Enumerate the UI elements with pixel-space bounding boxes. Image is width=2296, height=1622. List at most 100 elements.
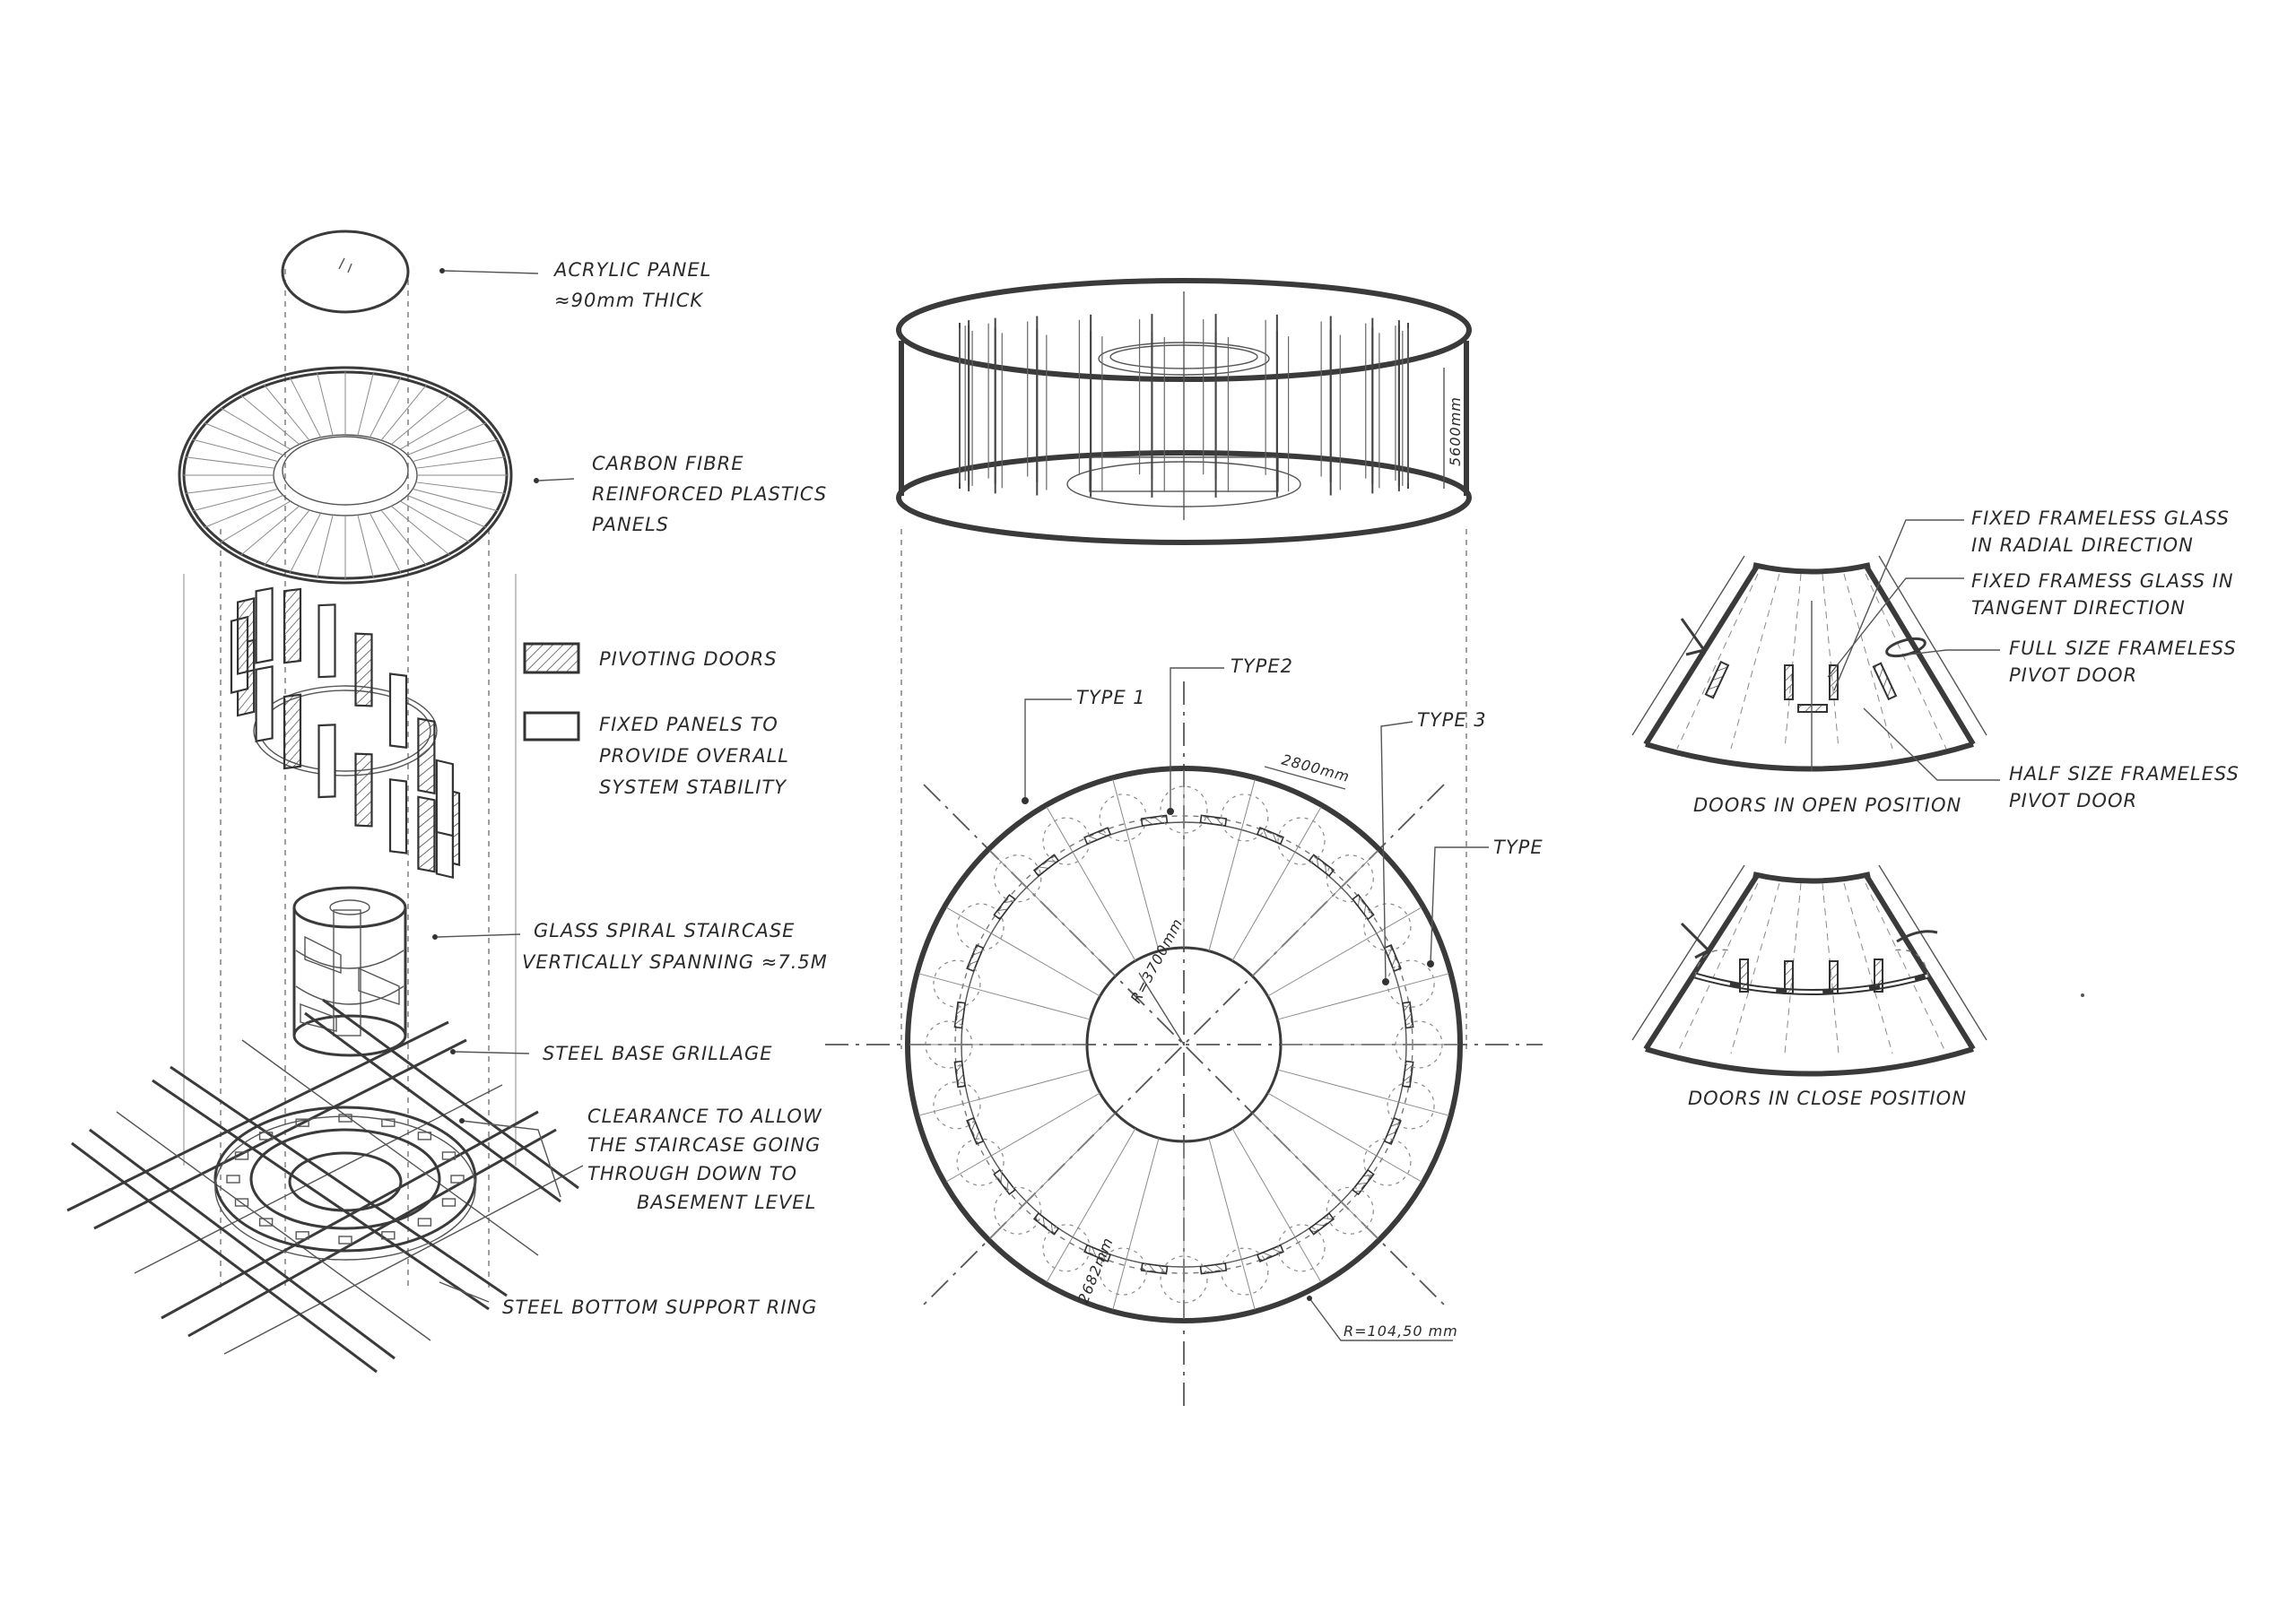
cfrp-rib: [191, 488, 278, 512]
svg-text:CLEARANCE TO ALLOW: CLEARANCE TO ALLOW: [587, 1106, 822, 1127]
plan-door: [1308, 854, 1335, 877]
plan-door: [1402, 1060, 1414, 1089]
pivot-door-panel: [417, 717, 436, 795]
svg-text:THROUGH DOWN TO: THROUGH DOWN TO: [587, 1163, 797, 1184]
projection-lines-center: [900, 529, 1467, 1049]
plan-door: [1256, 827, 1284, 846]
pavilion-elevation: 5600mm: [896, 278, 1472, 545]
ring-tab: [258, 1218, 274, 1227]
cfrp-rib: [407, 495, 487, 528]
projection-lines-left: [183, 269, 517, 1291]
cfrp-rib: [391, 506, 451, 557]
svg-text:REINFORCED PLASTICS: REINFORCED PLASTICS: [592, 483, 827, 505]
cfrp-rib: [316, 515, 334, 579]
plan-door: [1199, 1262, 1228, 1275]
ring-tab: [450, 1175, 465, 1184]
plan-door: [993, 1168, 1016, 1196]
plan-spoke: [1208, 1138, 1256, 1310]
plan-spoke: [1046, 806, 1136, 961]
fixed-panel: [317, 724, 336, 799]
detail-grid-line: [1843, 573, 1893, 750]
cfrp-rib: [263, 384, 310, 441]
plan-spoke: [1046, 1128, 1136, 1283]
svg-text:≈90mm THICK: ≈90mm THICK: [554, 290, 704, 311]
outer-radius-dimension: R=104,50 mm: [1344, 1323, 1458, 1340]
cfrp-rib: [184, 456, 275, 469]
pivot-door-panel: [283, 587, 302, 664]
door-swing: [1277, 817, 1326, 865]
fixed-panel: [255, 665, 274, 743]
pivot-door-panel: [354, 632, 373, 707]
ring-tab: [258, 1132, 274, 1141]
detail-close-position: DOORS IN CLOSE POSITION: [1631, 864, 2084, 1109]
door-swing: [956, 903, 1004, 951]
grillage-label: STEEL BASE GRILLAGE: [543, 1043, 772, 1064]
ring-tab: [441, 1198, 457, 1207]
exploded-axonometric: ACRYLIC PANEL ≈90mm THICK CARBON FIBRE R…: [66, 230, 828, 1374]
clearance-label: CLEARANCE TO ALLOW THE STAIRCASE GOING T…: [587, 1106, 822, 1213]
steel-base-grillage: [66, 998, 584, 1374]
plan-spoke: [1231, 1128, 1322, 1283]
plan-spoke: [1267, 906, 1422, 997]
ring-tab: [295, 1118, 309, 1127]
svg-text:PANELS: PANELS: [592, 514, 669, 535]
cfrp-ring: [178, 366, 513, 585]
svg-text:HALF SIZE FRAMELESS: HALF SIZE FRAMELESS: [2009, 763, 2239, 785]
door-swing: [1160, 1255, 1208, 1304]
svg-text:PIVOT DOOR: PIVOT DOOR: [2009, 664, 2137, 686]
plan-spoke: [1252, 1113, 1378, 1239]
cfrp-rib: [289, 376, 322, 438]
plan-spoke: [1277, 973, 1449, 1020]
detail-grid-line: [1784, 882, 1802, 1054]
door-swing: [1326, 1186, 1374, 1235]
fixed-panel: [388, 672, 408, 749]
door-swing: [956, 1138, 1004, 1186]
type4-label: TYPE: [1493, 837, 1544, 858]
plan-door: [1032, 1212, 1060, 1236]
plan-door: [953, 1060, 966, 1089]
ring-tab: [417, 1132, 432, 1141]
legend-pivoting-doors: PIVOTING DOORS: [599, 648, 778, 670]
cfrp-rib: [263, 509, 310, 567]
pivot-door-panel: [417, 795, 436, 873]
ring-tab: [381, 1231, 396, 1240]
support-ring-label: STEEL BOTTOM SUPPORT RING: [502, 1297, 816, 1318]
detail-grid-line: [1676, 882, 1759, 1054]
plan-spoke: [1267, 1092, 1422, 1183]
cfrp-rib: [391, 394, 451, 445]
detail-grid-line: [1822, 573, 1839, 750]
plan-spoke: [918, 1069, 1091, 1116]
plan-spoke: [1277, 1069, 1449, 1116]
cfrp-rib: [407, 422, 487, 455]
ring-tab: [338, 1236, 352, 1245]
type1-label: TYPE 1: [1076, 687, 1146, 708]
legend-swatch-fixed: [523, 711, 580, 742]
plan-spoke: [1252, 850, 1378, 976]
cfrp-rib: [184, 481, 275, 494]
plan-spoke: [1112, 779, 1160, 951]
type2-label: TYPE2: [1231, 655, 1293, 677]
cfrp-panels-label: CARBON FIBRE REINFORCED PLASTICS PANELS: [592, 453, 827, 535]
plan-spoke: [1231, 806, 1322, 961]
ring-tab: [234, 1151, 249, 1160]
open-caption: DOORS IN OPEN POSITION: [1693, 794, 1961, 816]
plan-spoke: [1112, 1138, 1160, 1310]
staircase-label: GLASS SPIRAL STAIRCASE VERTICALLY SPANNI…: [522, 920, 828, 973]
svg-text:VERTICALLY SPANNING ≈7.5M: VERTICALLY SPANNING ≈7.5M: [522, 951, 828, 973]
plan-spoke: [989, 850, 1116, 976]
cfrp-rib: [239, 394, 300, 445]
svg-text:GLASS SPIRAL STAIRCASE: GLASS SPIRAL STAIRCASE: [534, 920, 795, 941]
plan-door: [1402, 1001, 1414, 1029]
acrylic-panel-disc: [281, 230, 410, 314]
pivot-door-panel: [283, 693, 302, 770]
door-swing: [1099, 794, 1147, 842]
cfrp-rib: [220, 407, 291, 450]
legend-swatch-pivoting: [523, 642, 580, 674]
cfrp-rib: [415, 456, 507, 469]
detail-grid-line: [1784, 573, 1802, 750]
door-swing: [1395, 1020, 1443, 1069]
svg-text:STEEL BASE GRILLAGE: STEEL BASE GRILLAGE: [543, 1043, 772, 1064]
ring-tab: [234, 1198, 249, 1207]
spiral-staircase: [292, 886, 407, 1057]
